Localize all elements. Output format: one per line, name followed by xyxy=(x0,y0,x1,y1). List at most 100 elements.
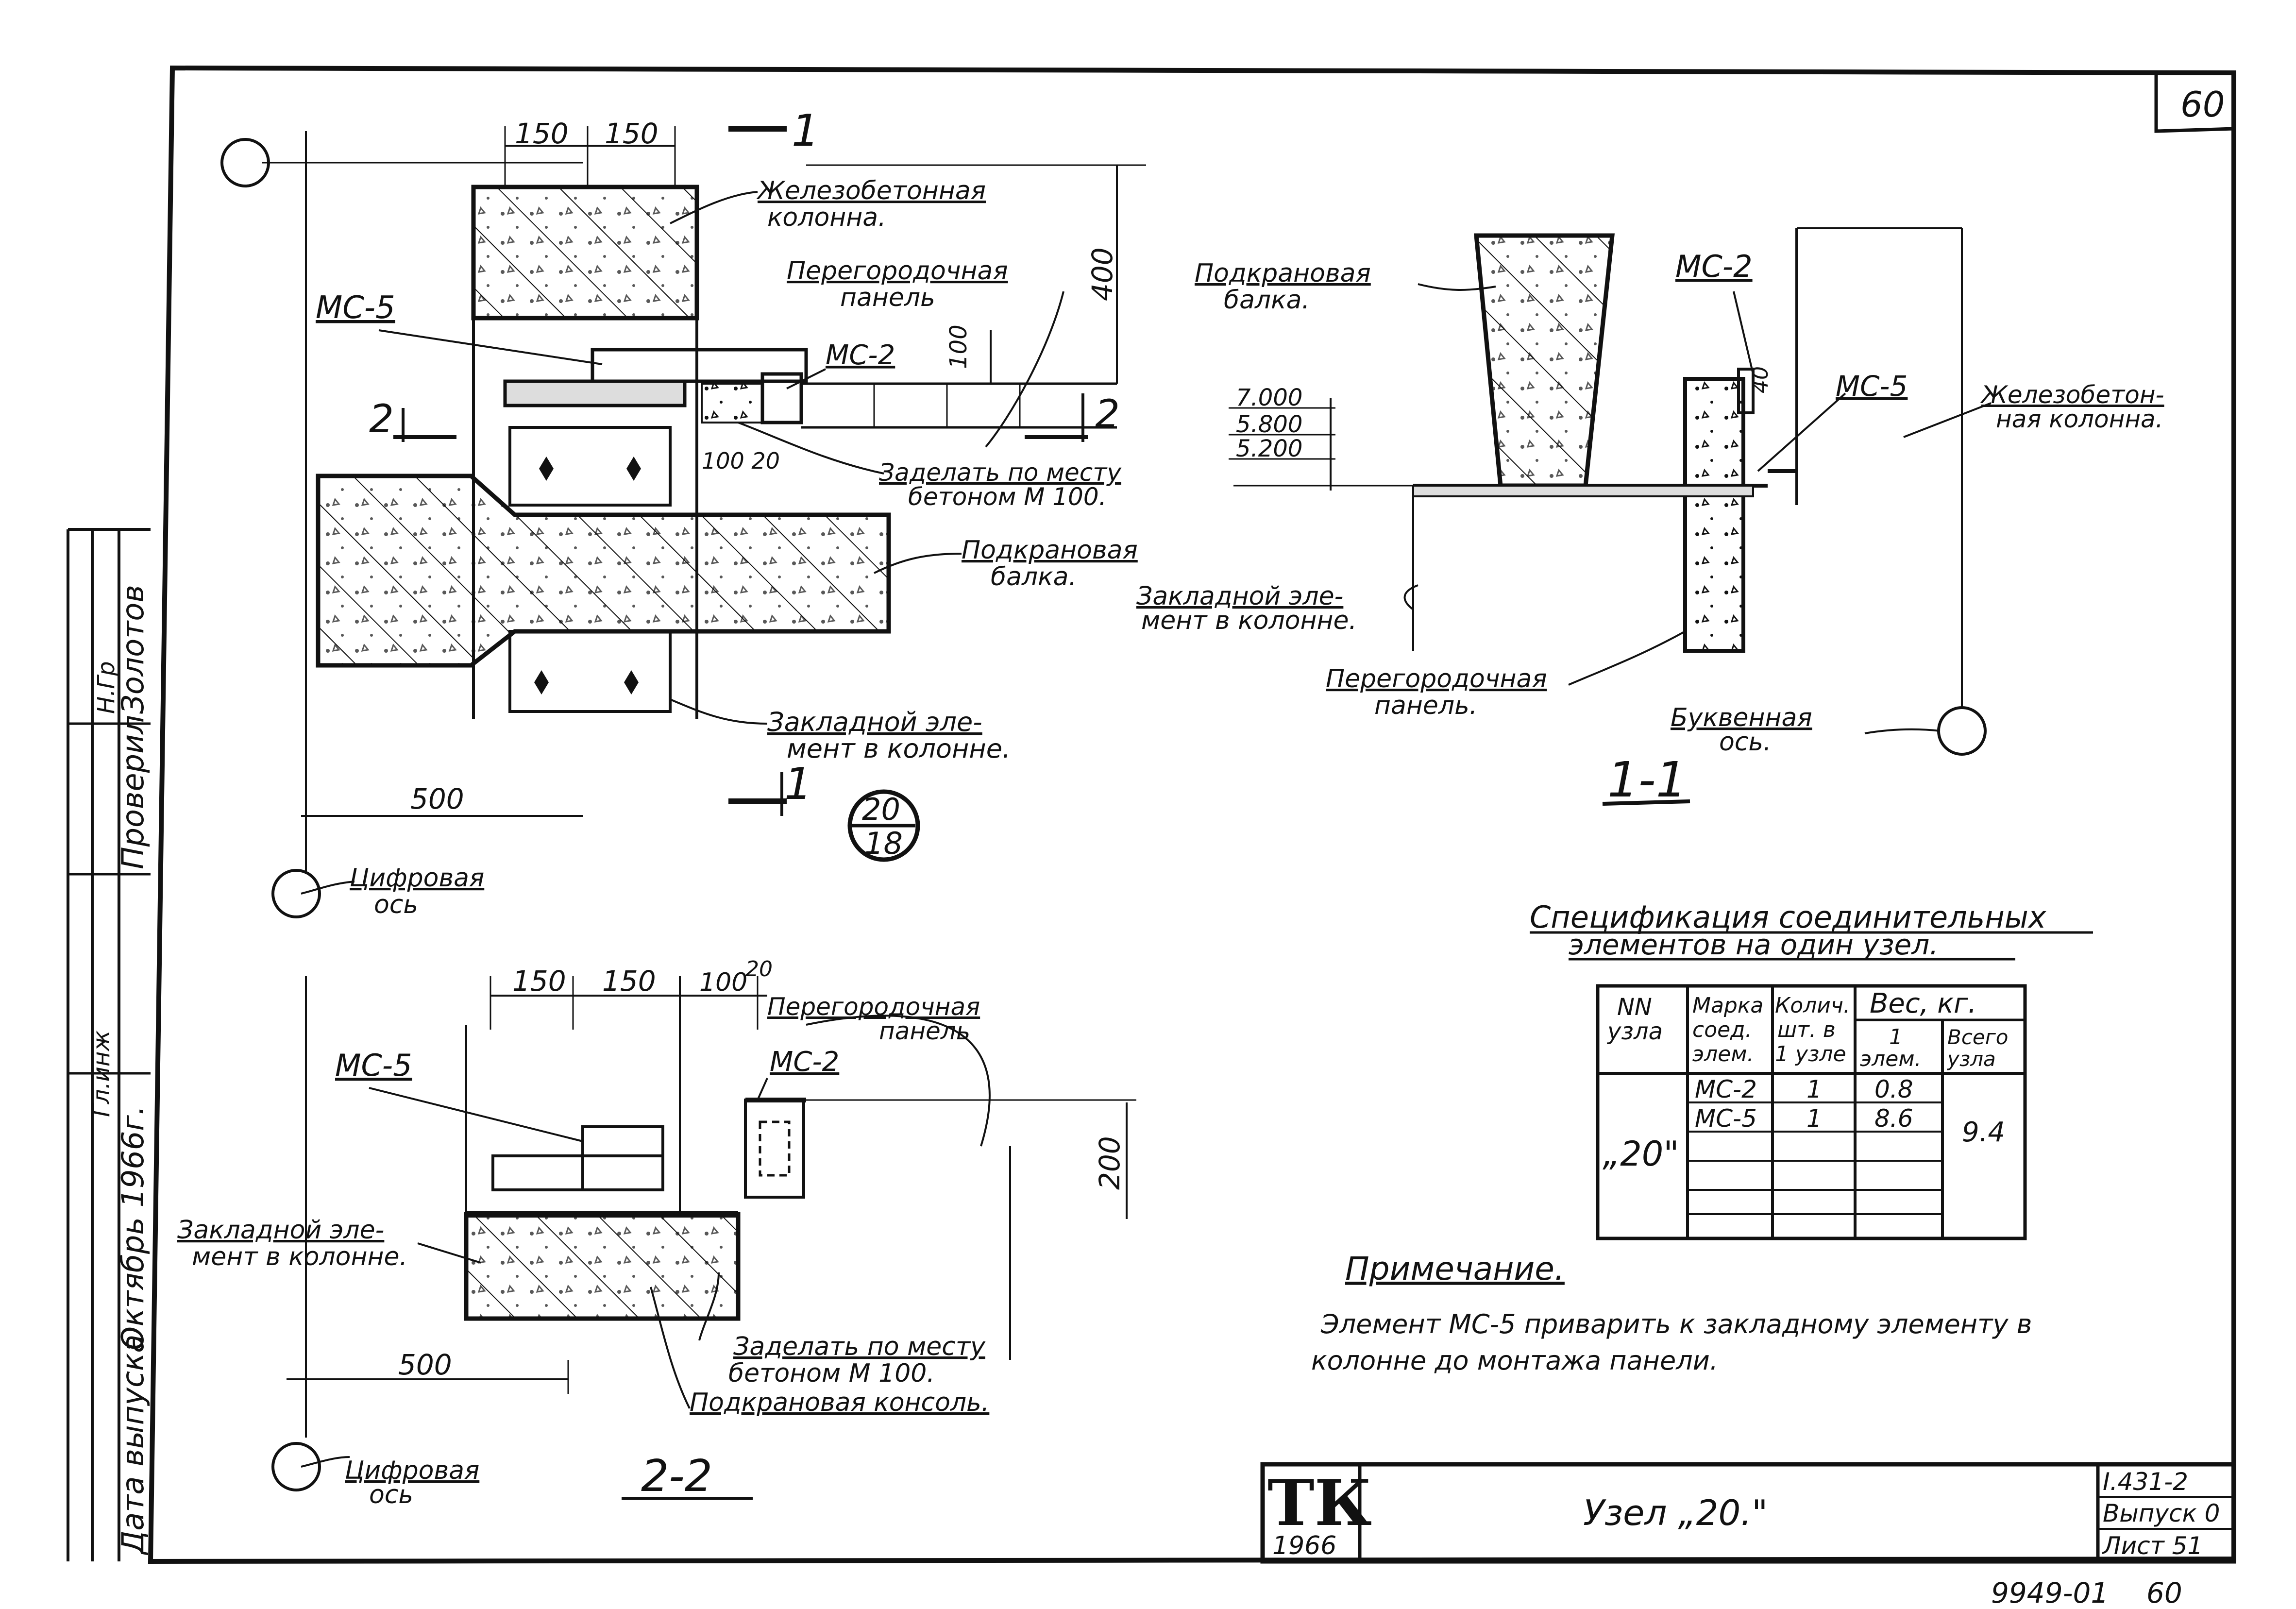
spec-title-2: элементов на один узел. xyxy=(1569,928,1939,961)
s11-label-panel-1: Перегородочная xyxy=(1326,664,1547,694)
drawing-title: Узел „20." xyxy=(1583,1492,1768,1533)
s22-label-panel-2: панель xyxy=(879,1017,970,1045)
s11-label-column-1: Железобетон- xyxy=(1980,381,2164,409)
s11-label-beam-2: балка. xyxy=(1224,286,1310,315)
node-ref-bottom: 18 xyxy=(864,826,903,861)
spec-h-weight-one-2: элем. xyxy=(1860,1047,1922,1071)
spec-node-label: „20" xyxy=(1603,1134,1679,1174)
s22-dim-150-a: 150 xyxy=(512,965,566,998)
section-2-2 xyxy=(287,976,1136,1500)
section-1-1 xyxy=(1229,227,1992,806)
s11-label-letter-axis-2: ось. xyxy=(1719,728,1772,757)
spec-row1-qty: 1 xyxy=(1806,1075,1822,1103)
s22-dim-500: 500 xyxy=(398,1348,452,1381)
spec-h-mark-3: элем. xyxy=(1692,1042,1754,1067)
s11-label-beam-1: Подкрановая xyxy=(1195,259,1371,288)
s11-level-2: 5.800 xyxy=(1236,411,1302,438)
spec-title-1: Спецификация соединительных xyxy=(1530,899,2047,935)
s22-label-console: Подкрановая консоль. xyxy=(690,1388,989,1417)
axis-circle-top-left xyxy=(220,138,270,187)
side-stamp: Дата выпуска Октябрь 1966г. Проверил Зол… xyxy=(67,528,151,1561)
s22-label-grout-1: Заделать по месту xyxy=(733,1332,986,1361)
s11-label-panel-2: панель. xyxy=(1374,691,1477,720)
stamp-checked-value: Золотов xyxy=(115,585,151,714)
axis-circle-mid-left xyxy=(271,869,321,918)
stamp-ngr: Н.Гр xyxy=(93,661,120,714)
note-title: Примечание. xyxy=(1345,1250,1565,1287)
spec-h-qty-3: 1 узле xyxy=(1775,1042,1846,1067)
plan-label-mc5: МС-5 xyxy=(316,290,395,326)
page-number: 60 xyxy=(2180,84,2225,125)
s22-dim-200: 200 xyxy=(1093,1136,1126,1190)
spec-row2-weight: 8.6 xyxy=(1874,1104,1913,1133)
spec-h-weight: Вес, кг. xyxy=(1870,988,1976,1019)
note-line-2: колонне до монтажа панели. xyxy=(1311,1345,1718,1376)
s11-label-letter-axis-1: Буквенная xyxy=(1671,703,1812,732)
s22-label-mc5: МС-5 xyxy=(335,1048,412,1083)
axis-circle-letter xyxy=(1937,706,1987,756)
s11-label-mc2: МС-2 xyxy=(1675,249,1753,284)
stamp-chief: Гл.инж xyxy=(88,1031,115,1118)
s11-level-1: 7.000 xyxy=(1236,384,1302,411)
section-2-2-title: 2-2 xyxy=(641,1451,712,1502)
plan-dim-100: 100 xyxy=(945,324,972,369)
s22-label-grout-2: бетоном М 100. xyxy=(728,1359,935,1388)
plan-label-panel-2: панель xyxy=(840,283,935,312)
node-ref-top: 20 xyxy=(862,792,900,827)
s11-dim-40: 40 xyxy=(1748,366,1773,393)
title-issue: Выпуск 0 xyxy=(2103,1499,2220,1527)
plan-label-axis-1: Цифровая xyxy=(350,864,484,893)
plan-dim-400: 400 xyxy=(1086,247,1119,301)
spec-h-node-2: узла xyxy=(1606,1018,1663,1045)
spec-h-mark-1: Марка xyxy=(1692,993,1763,1018)
spec-row1-weight: 0.8 xyxy=(1874,1075,1913,1103)
plan-dim-100-20: 100 20 xyxy=(702,448,780,474)
plan-label-column-2: колонна. xyxy=(767,203,886,232)
spec-h-weight-total-2: узла xyxy=(1946,1047,1996,1071)
title-sheet: Лист 51 xyxy=(2102,1532,2203,1560)
s22-label-axis-1: Цифровая xyxy=(345,1456,479,1485)
title-block xyxy=(1260,1462,2236,1564)
plan-label-embedded-2: мент в колонне. xyxy=(787,733,1011,764)
plan-label-grout-1: Заделать по месту xyxy=(879,458,1122,487)
plan-label-grout-2: бетоном М 100. xyxy=(908,483,1107,511)
s22-dim-100: 100 xyxy=(699,968,747,997)
section-1-1-title: 1-1 xyxy=(1607,751,1687,808)
plan-view xyxy=(262,126,1146,895)
s11-label-embedded-1: Закладной эле- xyxy=(1136,582,1343,611)
plan-dim-150-b: 150 xyxy=(605,117,658,150)
spec-h-weight-total-1: Всего xyxy=(1947,1025,2009,1049)
stamp-number: 9949-01 xyxy=(1991,1576,2109,1609)
plan-label-beam-2: балка. xyxy=(991,562,1077,592)
s22-dim-20: 20 xyxy=(745,957,773,982)
s11-level-3: 5.200 xyxy=(1236,435,1302,462)
plan-section-mark-right: 2 xyxy=(1095,391,1120,437)
title-series: I.431-2 xyxy=(2103,1468,2188,1496)
s22-label-embedded-2: мент в колонне. xyxy=(192,1242,407,1271)
plan-dim-500: 500 xyxy=(410,782,464,815)
plan-section-mark-left: 2 xyxy=(369,396,394,441)
stamp-suffix: 60 xyxy=(2146,1576,2182,1609)
spec-row2-qty: 1 xyxy=(1806,1104,1822,1133)
spec-table xyxy=(1530,931,2093,1240)
plan-dim-150-a: 150 xyxy=(515,117,569,150)
s22-label-embedded-1: Закладной эле- xyxy=(177,1216,384,1245)
plan-section-mark-top: 1 xyxy=(792,105,819,156)
spec-h-mark-2: соед. xyxy=(1692,1017,1752,1042)
title-year: 1966 xyxy=(1272,1531,1336,1560)
plan-label-mc2: МС-2 xyxy=(826,339,895,371)
spec-total: 9.4 xyxy=(1962,1117,2005,1148)
s11-label-embedded-2: мент в колонне. xyxy=(1141,606,1357,635)
plan-label-column-1: Железобетонная xyxy=(756,176,986,205)
plan-label-axis-2: ось xyxy=(374,890,418,919)
plan-label-panel-1: Перегородочная xyxy=(787,256,1008,286)
plan-section-mark-bottom: 1 xyxy=(784,759,812,810)
stamp-checked: Проверил xyxy=(115,715,151,869)
spec-h-qty-1: Колич. xyxy=(1775,993,1850,1018)
s22-dim-150-b: 150 xyxy=(602,965,656,998)
s11-label-column-2: ная колонна. xyxy=(1996,405,2163,433)
s22-label-panel-1: Перегородочная xyxy=(767,993,980,1021)
s22-label-mc2: МС-2 xyxy=(770,1046,839,1078)
stamp-release-date: Дата выпуска xyxy=(115,1335,151,1556)
